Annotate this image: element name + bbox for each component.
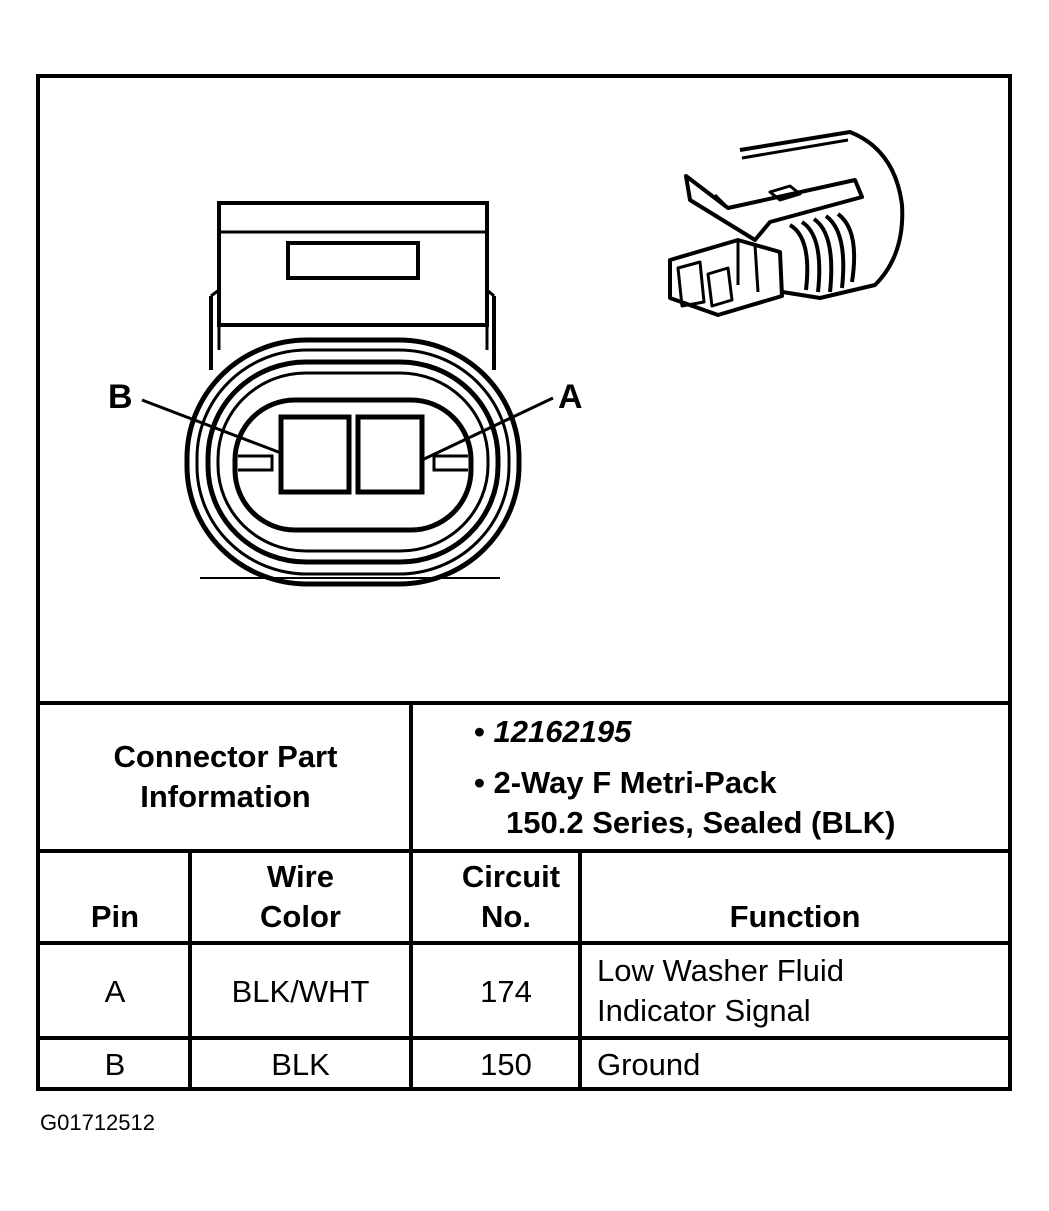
connector-face-view <box>184 201 522 587</box>
row-a-wire-color: BLK/WHT <box>231 974 370 1009</box>
header-wire-color: Wire Color <box>190 857 411 937</box>
row-a-circuit: 174 <box>480 974 532 1009</box>
diagram-frame <box>36 74 1012 1091</box>
header-pin: Pin <box>90 899 140 934</box>
bullet-icon: • <box>474 714 494 749</box>
leader-line-a <box>421 396 554 462</box>
connector-part-label-line2: Information <box>140 779 311 814</box>
pin-label-b: B <box>108 378 133 416</box>
figure-id: G01712512 <box>40 1110 155 1135</box>
row-b-circuit: 150 <box>480 1047 532 1082</box>
header-circuit: Circuit No. <box>411 857 611 937</box>
row-a-function-line1: Low Washer Fluid <box>597 953 844 988</box>
header-wire-color-line1: Wire <box>267 859 334 894</box>
row-b-pin: B <box>104 1047 126 1082</box>
latch-window <box>286 241 420 280</box>
row-b-wire-color: BLK <box>271 1047 330 1082</box>
bullet-icon: • <box>474 765 494 800</box>
cavity-a <box>355 414 425 495</box>
leader-line-b <box>141 398 282 455</box>
pin-label-a: A <box>558 378 583 416</box>
part-number: 12162195 <box>493 714 632 749</box>
part-number-bullet: • 12162195 <box>474 712 994 752</box>
connector-part-label-line1: Connector Part <box>113 739 338 774</box>
header-circuit-line2: No. <box>481 899 531 934</box>
description-bullet: • 2-Way F Metri-Pack <box>474 763 1004 803</box>
connector-part-label: Connector Part Information <box>40 737 411 817</box>
connector-info-table <box>38 701 1010 1089</box>
row-a-pin: A <box>104 974 126 1009</box>
cavity-b <box>278 414 352 495</box>
description-line1: 2-Way F Metri-Pack <box>493 765 777 800</box>
header-function: Function <box>729 899 861 934</box>
connector-3d-illustration <box>668 130 905 317</box>
description-line2: 150.2 Series, Sealed (BLK) <box>506 805 896 840</box>
row-b-function: Ground <box>597 1047 701 1082</box>
header-wire-color-line2: Color <box>260 899 341 934</box>
row-a-function: Low Washer Fluid Indicator Signal <box>597 951 1007 1031</box>
row-a-function-line2: Indicator Signal <box>597 993 811 1028</box>
header-circuit-line1: Circuit <box>461 859 561 894</box>
